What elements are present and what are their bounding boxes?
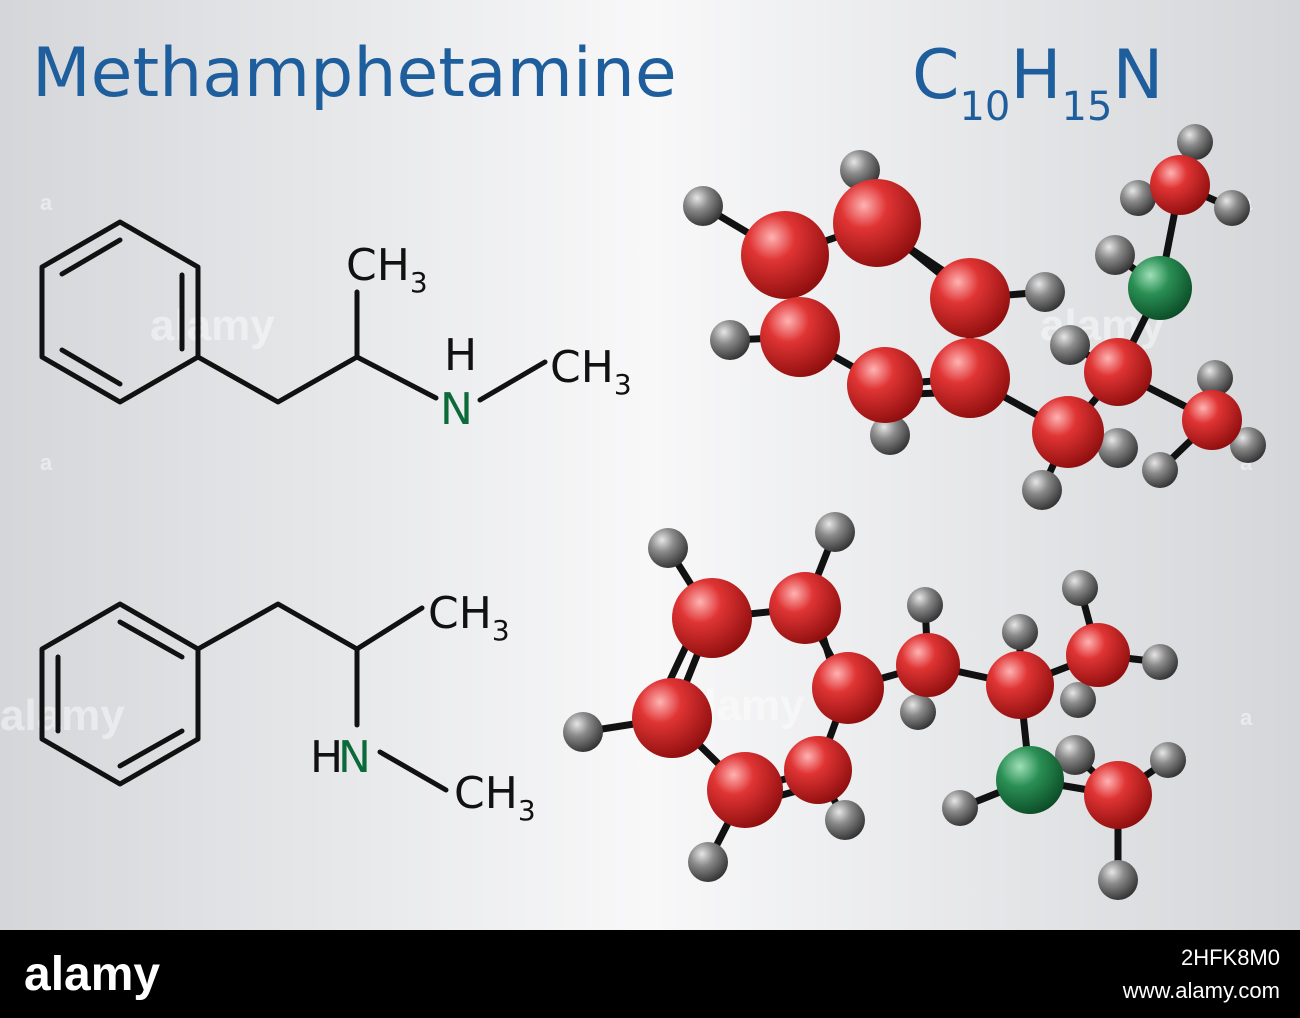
nitrogen-label: N bbox=[338, 732, 371, 783]
n-c-bond bbox=[377, 749, 449, 793]
watermark-small: a bbox=[40, 190, 53, 215]
hydrogen-atom bbox=[1120, 180, 1156, 216]
carbon-atom bbox=[1182, 390, 1242, 450]
hydrogen-atom bbox=[648, 528, 688, 568]
n-c-bond bbox=[477, 359, 548, 403]
watermark-text: alamy bbox=[150, 301, 275, 350]
hydrogen-atom bbox=[1022, 470, 1062, 510]
nitrogen-atom bbox=[1128, 256, 1192, 320]
carbon-atom bbox=[769, 572, 841, 644]
h-label: H bbox=[444, 330, 477, 381]
carbon-atom bbox=[1066, 623, 1130, 687]
hydrogen-atom bbox=[1025, 272, 1065, 312]
image-id: 2HFK8M0 bbox=[1181, 945, 1280, 970]
carbon-atom bbox=[986, 651, 1054, 719]
nitrogen-label: N bbox=[440, 384, 473, 435]
ball-stick-model-top bbox=[683, 124, 1266, 510]
double-bond bbox=[117, 728, 185, 769]
ch3-label: CH3 bbox=[454, 768, 536, 827]
hydrogen-atom bbox=[1197, 360, 1233, 396]
hydrogen-atom bbox=[1098, 860, 1138, 900]
hydrogen-atom bbox=[870, 415, 910, 455]
hydrogen-atom bbox=[1060, 682, 1096, 718]
hydrogen-atom bbox=[942, 790, 978, 826]
skeletal-structure-bottom bbox=[39, 601, 449, 793]
hydrogen-atom bbox=[1095, 235, 1135, 275]
hydrogen-atom bbox=[688, 842, 728, 882]
hydrogen-atom bbox=[1142, 452, 1178, 488]
carbon-atom bbox=[847, 347, 923, 423]
hydrogen-atom bbox=[710, 320, 750, 360]
carbon-chain bbox=[195, 289, 360, 405]
alamy-logo: alamy bbox=[24, 948, 160, 1001]
nitrogen-atom bbox=[996, 746, 1064, 814]
hydrogen-atom bbox=[1062, 570, 1098, 606]
hydrogen-atom bbox=[1098, 428, 1138, 468]
carbon-atom bbox=[784, 736, 852, 804]
hydrogen-atom bbox=[900, 694, 936, 730]
hydrogen-atom bbox=[1055, 735, 1095, 775]
carbon-atoms bbox=[632, 572, 1152, 829]
c-n-bond bbox=[354, 354, 439, 401]
hydrogen-atom bbox=[563, 712, 603, 752]
double-bond bbox=[59, 347, 123, 387]
footer-background bbox=[0, 930, 1300, 1018]
carbon-atom bbox=[741, 211, 829, 299]
hydrogen-atom bbox=[1214, 190, 1250, 226]
carbon-atom bbox=[1032, 396, 1104, 468]
footer-bar: alamy 2HFK8M0 www.alamy.com bbox=[0, 930, 1300, 1018]
watermark-text: alamy bbox=[0, 691, 125, 740]
carbon-atom bbox=[1084, 338, 1152, 406]
hydrogen-atom bbox=[815, 512, 855, 552]
hydrogen-atom bbox=[1050, 325, 1090, 365]
hydrogen-atoms bbox=[683, 124, 1266, 510]
background bbox=[0, 0, 1300, 930]
hydrogen-atom bbox=[1150, 742, 1186, 778]
footer-url: www.alamy.com bbox=[1122, 978, 1280, 1003]
chemical-formula: C10H15N bbox=[912, 36, 1163, 130]
carbon-chain bbox=[195, 601, 425, 652]
double-bond bbox=[59, 237, 123, 277]
watermark-small: a bbox=[1240, 705, 1253, 730]
double-bond bbox=[117, 619, 185, 660]
carbon-atom bbox=[672, 578, 752, 658]
h-label: H bbox=[310, 732, 343, 783]
carbon-atom bbox=[1084, 761, 1152, 829]
carbon-atom bbox=[632, 678, 712, 758]
watermark-small: a bbox=[40, 450, 53, 475]
carbon-atom bbox=[896, 633, 960, 697]
carbon-atom bbox=[833, 179, 921, 267]
page-title: Methamphetamine bbox=[32, 34, 677, 113]
ch3-label: CH3 bbox=[550, 342, 632, 401]
benzene-ring bbox=[39, 219, 201, 405]
ball-stick-model-bottom bbox=[563, 512, 1186, 900]
carbon-atom bbox=[707, 752, 783, 828]
skeletal-labels-bottom: CH3 H N CH3 bbox=[310, 588, 536, 827]
hydrogen-atom bbox=[1177, 124, 1213, 160]
carbon-atom bbox=[1150, 155, 1210, 215]
carbon-atoms bbox=[741, 155, 1242, 468]
skeletal-structure-top bbox=[39, 219, 548, 405]
hydrogen-atoms bbox=[563, 512, 1186, 900]
carbon-atom bbox=[930, 258, 1010, 338]
ch3-label: CH3 bbox=[346, 240, 428, 299]
carbon-atom bbox=[930, 338, 1010, 418]
hydrogen-atom bbox=[1142, 644, 1178, 680]
carbon-atom bbox=[812, 652, 884, 724]
ch3-label: CH3 bbox=[428, 588, 510, 647]
hydrogen-atom bbox=[1002, 614, 1038, 650]
hydrogen-atom bbox=[907, 587, 943, 623]
hydrogen-atom bbox=[1230, 427, 1266, 463]
hydrogen-atom bbox=[825, 800, 865, 840]
skeletal-labels-top: CH3 H N CH3 bbox=[346, 240, 632, 435]
hydrogen-atom bbox=[683, 186, 723, 226]
carbon-atom bbox=[760, 297, 840, 377]
